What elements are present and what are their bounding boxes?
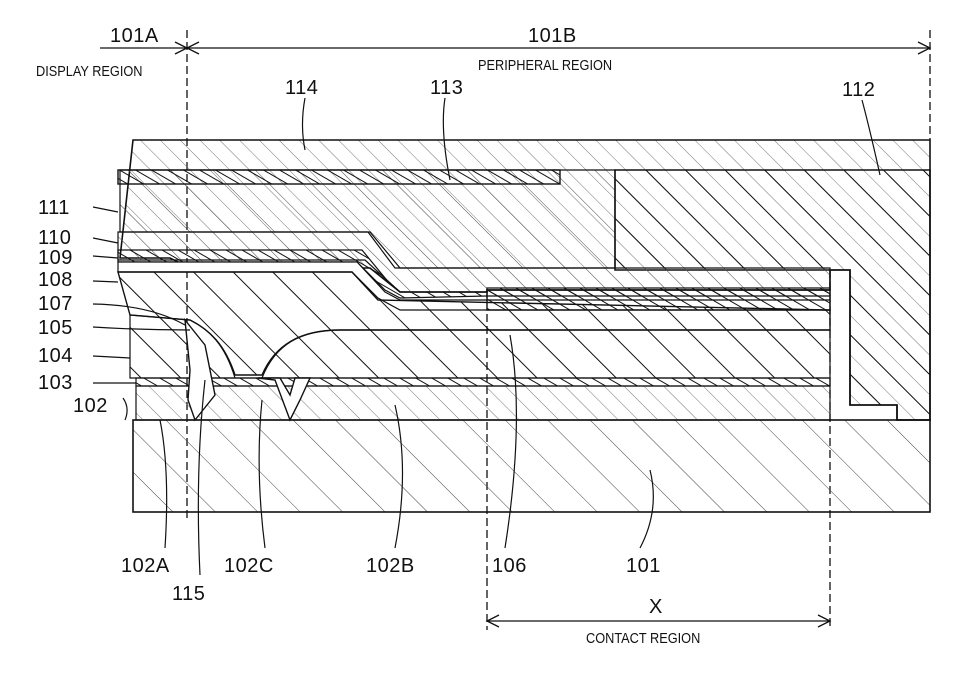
label-113: 113 (430, 78, 463, 98)
label-107: 107 (38, 294, 73, 314)
label-109: 109 (38, 248, 73, 268)
label-110: 110 (38, 228, 71, 248)
label-101: 101 (626, 556, 661, 576)
label-102A: 102A (121, 556, 170, 576)
label-108: 108 (38, 270, 73, 290)
label-115: 115 (172, 584, 205, 604)
label-102B: 102B (366, 556, 415, 576)
substrate-101 (133, 420, 930, 512)
peripheral-region-name: PERIPHERAL REGION (478, 58, 612, 73)
contact-region-name: CONTACT REGION (586, 631, 700, 646)
display-region-ref: 101A (110, 26, 159, 46)
label-102: 102 (73, 396, 108, 416)
layer-113 (118, 170, 560, 184)
label-104: 104 (38, 346, 73, 366)
layer-102 (136, 386, 830, 420)
label-106: 106 (492, 556, 527, 576)
label-111: 111 (38, 198, 70, 218)
label-105: 105 (38, 318, 73, 338)
contact-region-ref: X (649, 597, 663, 617)
label-112: 112 (842, 80, 875, 100)
layer-103 (136, 378, 830, 386)
display-region-name: DISPLAY REGION (36, 64, 143, 79)
label-102C: 102C (224, 556, 274, 576)
label-103: 103 (38, 373, 73, 393)
label-114: 114 (285, 78, 318, 98)
peripheral-region-ref: 101B (528, 26, 577, 46)
